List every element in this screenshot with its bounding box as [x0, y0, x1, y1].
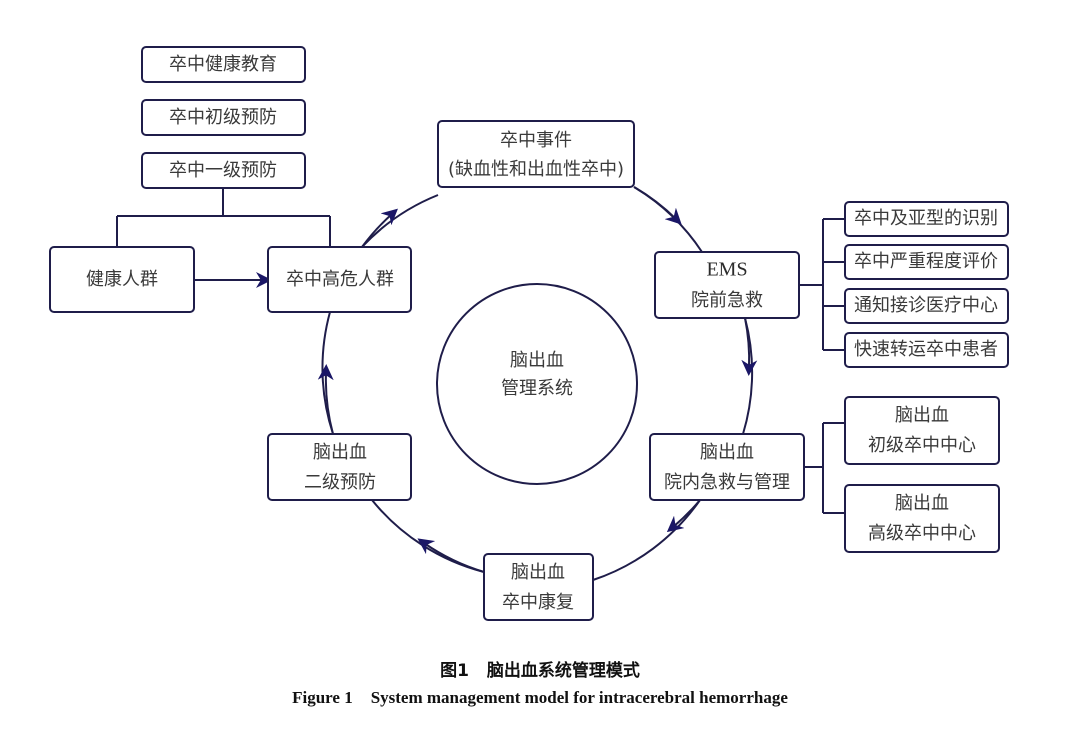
rehab-line2: 卒中康复 — [502, 592, 574, 613]
prevention-item: 卒中初级预防 — [141, 99, 306, 136]
prevention-connectors — [116, 188, 331, 288]
ems-task-connectors — [799, 218, 845, 351]
in-hospital-node: 脑出血 院内急救与管理 — [649, 433, 805, 501]
in-hospital-line2: 院内急救与管理 — [664, 472, 790, 493]
secondary-prevention-line2: 二级预防 — [304, 472, 376, 493]
in-hospital-line1: 脑出血 — [700, 442, 754, 463]
ems-task: 卒中及亚型的识别 — [844, 201, 1009, 237]
stroke-event-line1: 卒中事件 — [500, 130, 572, 151]
ems-task: 通知接诊医疗中心 — [844, 288, 1009, 324]
high-risk-label: 卒中高危人群 — [286, 269, 394, 290]
ems-task-label: 卒中严重程度评价 — [854, 251, 998, 272]
prevention-item-label: 卒中初级预防 — [169, 107, 277, 128]
prevention-item: 卒中一级预防 — [141, 152, 306, 189]
ems-task: 快速转运卒中患者 — [844, 332, 1009, 368]
arrow-hospital-to-rehab — [666, 499, 701, 533]
caption-en-title: System management model for intracerebra… — [370, 688, 788, 707]
ems-line1: EMS — [706, 259, 747, 281]
caption-zh: 图1 脑出血系统管理模式 — [0, 656, 1080, 681]
ems-task-label: 卒中及亚型的识别 — [854, 208, 998, 229]
ems-task-label: 通知接诊医疗中心 — [854, 295, 998, 316]
arc-event-to-ems — [633, 186, 703, 253]
stroke-center-node: 脑出血 高级卒中中心 — [844, 484, 1000, 553]
caption-zh-title: 脑出血系统管理模式 — [486, 661, 640, 681]
arrow-rehab-to-secondary — [417, 538, 485, 573]
center-node: 脑出血 管理系统 — [436, 283, 638, 485]
center-line2: 管理系统 — [501, 378, 573, 399]
ems-node: EMS 院前急救 — [654, 251, 800, 319]
healthy-population-label: 健康人群 — [86, 269, 158, 290]
healthy-population-node: 健康人群 — [49, 246, 195, 313]
ems-line2: 院前急救 — [691, 290, 763, 311]
center-line1: 脑出血 — [510, 350, 564, 371]
stroke-center-connectors — [804, 422, 845, 514]
arrow-highrisk-to-event — [361, 208, 398, 248]
caption-en-label: Figure 1 — [292, 688, 353, 707]
stroke-event-line2: (缺血性和出血性卒中) — [448, 159, 624, 180]
high-risk-node: 卒中高危人群 — [267, 246, 412, 313]
arrow-event-to-ems — [633, 186, 682, 225]
stroke-center-line2: 高级卒中中心 — [868, 523, 976, 544]
stroke-center-node: 脑出血 初级卒中中心 — [844, 396, 1000, 465]
arc-hospital-to-rehab — [592, 499, 701, 581]
arc-highrisk-to-event — [361, 194, 439, 248]
caption-zh-label: 图1 — [440, 661, 469, 681]
secondary-prevention-line1: 脑出血 — [313, 442, 367, 463]
arc-rehab-to-secondary — [371, 499, 485, 573]
prevention-item-label: 卒中健康教育 — [169, 54, 277, 75]
caption-en: Figure 1 System management model for intr… — [0, 688, 1080, 708]
arrow-ems-to-hospital — [741, 317, 758, 376]
stroke-center-line2: 初级卒中中心 — [868, 435, 976, 456]
stroke-event-node: 卒中事件 (缺血性和出血性卒中) — [437, 120, 635, 188]
secondary-prevention-node: 脑出血 二级预防 — [267, 433, 412, 501]
ems-task: 卒中严重程度评价 — [844, 244, 1009, 280]
arrow-secondary-to-highrisk — [317, 364, 334, 435]
ems-task-label: 快速转运卒中患者 — [854, 339, 998, 360]
rehab-line1: 脑出血 — [511, 562, 565, 583]
prevention-item: 卒中健康教育 — [141, 46, 306, 83]
rehab-node: 脑出血 卒中康复 — [483, 553, 594, 621]
arc-secondary-to-highrisk — [321, 311, 334, 435]
prevention-item-label: 卒中一级预防 — [169, 160, 277, 181]
stroke-center-line1: 脑出血 — [895, 493, 949, 514]
stroke-center-line1: 脑出血 — [895, 405, 949, 426]
cycle-arcs — [317, 186, 758, 581]
